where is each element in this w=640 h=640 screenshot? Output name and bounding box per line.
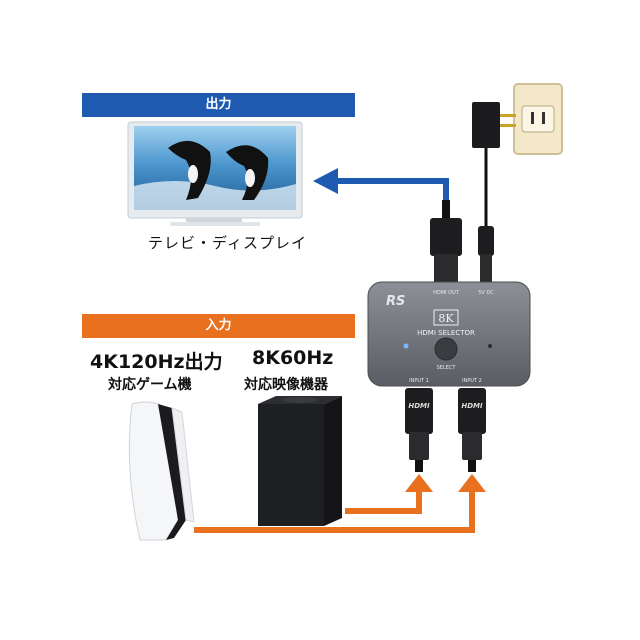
input1-arrowhead — [405, 474, 433, 492]
power-plug — [478, 226, 494, 284]
select-button[interactable] — [434, 337, 458, 361]
select-button-label: SELECT — [437, 365, 457, 371]
device2-subtitle: 対応映像機器 — [244, 377, 328, 393]
brand-logo: RS — [386, 294, 405, 309]
media-tower — [258, 396, 342, 526]
input2-arrow — [194, 488, 475, 533]
8k-badge: 8K — [438, 312, 454, 325]
ac-adapter — [472, 102, 516, 148]
hdmi-input2-plug: HDMI — [458, 388, 486, 472]
input-banner: 入力 — [82, 314, 355, 338]
device1-subtitle: 対応ゲーム機 — [108, 377, 192, 393]
input1-label: INPUT 1 — [409, 378, 429, 384]
input2-label: INPUT 2 — [462, 378, 482, 384]
tv-display — [127, 121, 303, 226]
hdmi-logo-2: HDMI — [461, 402, 483, 410]
led-input2 — [488, 344, 492, 348]
tv-label: テレビ・ディスプレイ — [148, 234, 307, 252]
output-banner: 出力 — [82, 93, 355, 117]
port-power-label: 5V DC — [478, 290, 494, 296]
input1-arrow — [345, 488, 422, 514]
selector-name: HDMI SELECTOR — [417, 329, 475, 337]
orca-left-icon — [168, 140, 211, 200]
device2-title: 8K60Hz — [252, 347, 334, 369]
game-console — [128, 401, 195, 541]
input2-arrowhead — [458, 474, 486, 492]
hdmi-input1-plug: HDMI — [405, 388, 433, 472]
led-input1 — [403, 343, 409, 349]
device1-title: 4K120Hz出力 — [90, 351, 223, 373]
hdmi-logo-1: HDMI — [408, 402, 430, 410]
hdmi-selector-box: RS HDMI OUT 5V DC 8K HDMI SELECTOR SELEC… — [367, 281, 531, 387]
wall-outlet — [513, 83, 563, 155]
port-out-label: HDMI OUT — [433, 290, 460, 296]
output-arrowhead — [313, 168, 338, 194]
hdmi-out-cable — [430, 200, 462, 286]
output-arrow — [335, 178, 449, 226]
